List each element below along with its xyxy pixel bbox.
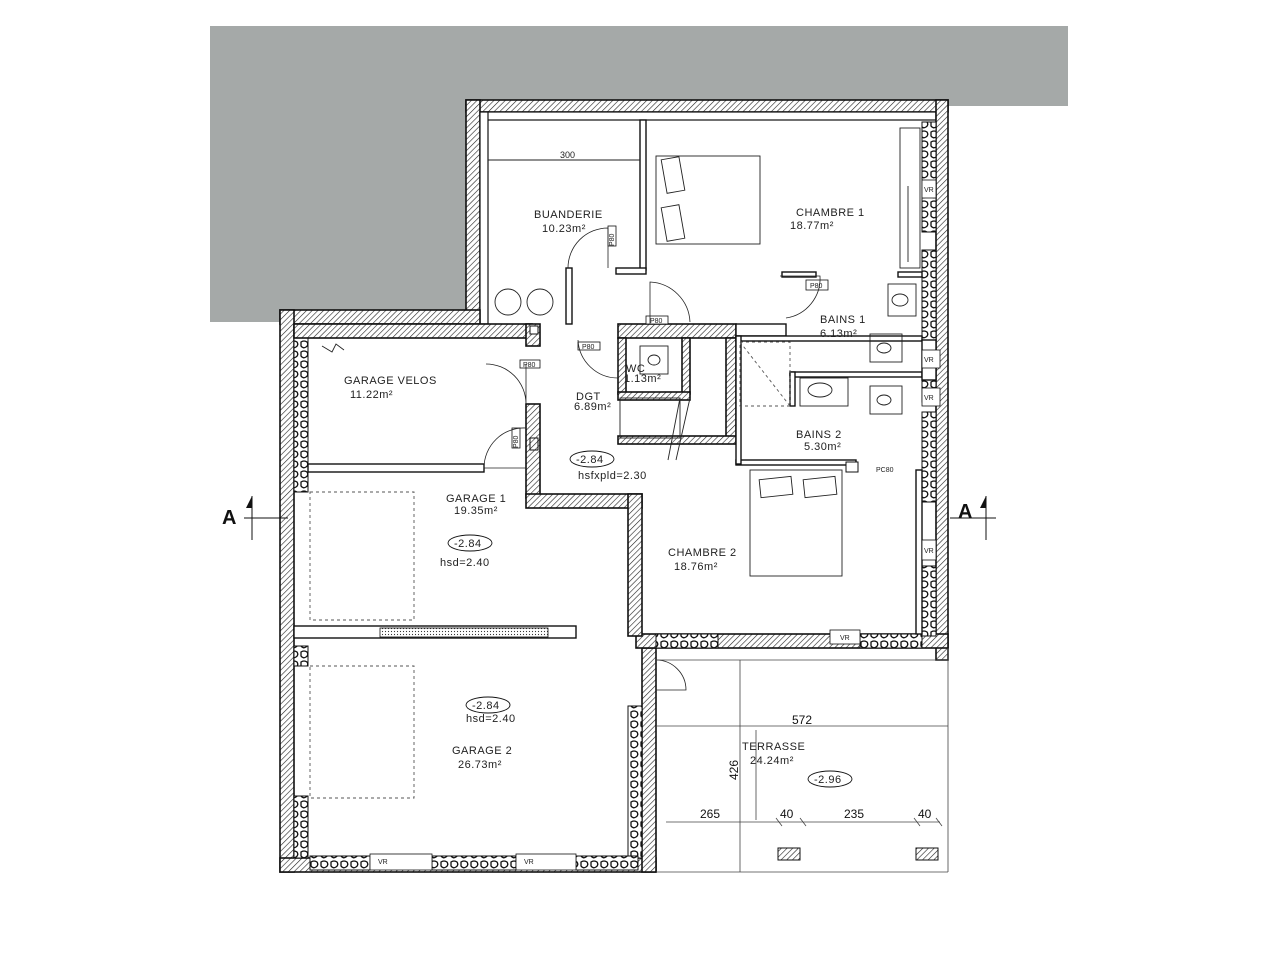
- room-area: 6.13m²: [820, 328, 857, 340]
- vr-tag: VR: [378, 859, 388, 866]
- dim-buanderie: 300: [560, 150, 575, 160]
- vr-tag: VR: [924, 357, 934, 364]
- section-label: A: [958, 501, 972, 523]
- dim-40: 40: [780, 807, 794, 821]
- level-markers: -2.84 hsfxpld=2.30 -2.84 hsd=2.40 -2.84 …: [440, 450, 853, 788]
- dim-terrasse-depth: 426: [727, 760, 741, 780]
- room-area: 5.30m²: [804, 441, 841, 453]
- room-area: 11.22m²: [350, 389, 393, 401]
- height-label: hsd=2.40: [440, 557, 490, 569]
- level-label: -2.84: [454, 538, 482, 550]
- room-name: DGT: [576, 391, 601, 403]
- vr-tag: VR: [840, 635, 850, 642]
- level-label: -2.84: [472, 700, 500, 712]
- section-label: A: [222, 507, 236, 529]
- room-name: CHAMBRE 2: [668, 547, 737, 559]
- room-area: 18.77m²: [790, 220, 834, 232]
- interior-walls: [293, 119, 937, 637]
- room-area: 19.35m²: [454, 505, 498, 517]
- section-mark-right: A: [950, 496, 996, 540]
- window-tags: VR VR VR VR VR VR VR: [369, 179, 941, 871]
- p80-tag: P80: [650, 318, 663, 325]
- room-name: TERRASSE: [742, 741, 805, 753]
- room-name: BAINS 2: [796, 429, 842, 441]
- p80-tag: P80: [523, 362, 536, 369]
- height-label: hsfxpld=2.30: [578, 470, 647, 482]
- room-name: CHAMBRE 1: [796, 207, 865, 219]
- section-mark-left: A: [222, 496, 288, 540]
- pc80-tag: PC80: [876, 467, 894, 474]
- room-name: BAINS 1: [820, 314, 866, 326]
- height-label: hsd=2.40: [466, 713, 516, 725]
- door-tags: P80 P80 P80 P80 P80 P80 PC80: [511, 225, 894, 474]
- room-name: GARAGE 2: [452, 745, 512, 757]
- vr-tag: VR: [924, 395, 934, 402]
- dim-terrasse-width: 572: [792, 713, 812, 727]
- room-area: 18.76m²: [674, 561, 718, 573]
- dim-235: 235: [844, 807, 864, 821]
- vr-tag: VR: [924, 187, 934, 194]
- vr-tag: VR: [924, 548, 934, 555]
- room-area: 24.24m²: [750, 755, 794, 767]
- level-label: -2.96: [814, 774, 842, 786]
- dim-265: 265: [700, 807, 720, 821]
- p80-tag: P80: [582, 344, 595, 351]
- vr-tag: VR: [524, 859, 534, 866]
- room-area: 1.13m²: [624, 373, 661, 385]
- room-labels: BUANDERIE 10.23m² CHAMBRE 1 18.77m² BAIN…: [344, 207, 866, 771]
- p80-tag: P80: [609, 233, 616, 246]
- dimensions: 300 572 426 265 40 235 40: [560, 150, 932, 821]
- room-name: GARAGE VELOS: [344, 375, 437, 387]
- room-name: BUANDERIE: [534, 209, 603, 221]
- p80-tag: P80: [513, 435, 520, 448]
- room-area: 10.23m²: [542, 223, 586, 235]
- terrace-lines: [656, 648, 949, 873]
- exterior-walls: [279, 99, 949, 873]
- level-label: -2.84: [576, 454, 604, 466]
- p80-tag: P80: [810, 283, 823, 290]
- door-swings: [483, 227, 821, 691]
- dim-40: 40: [918, 807, 932, 821]
- room-area: 6.89m²: [574, 401, 611, 413]
- furniture: [309, 127, 921, 799]
- room-area: 26.73m²: [458, 759, 502, 771]
- room-name: WC: [626, 363, 645, 375]
- room-name: GARAGE 1: [446, 493, 506, 505]
